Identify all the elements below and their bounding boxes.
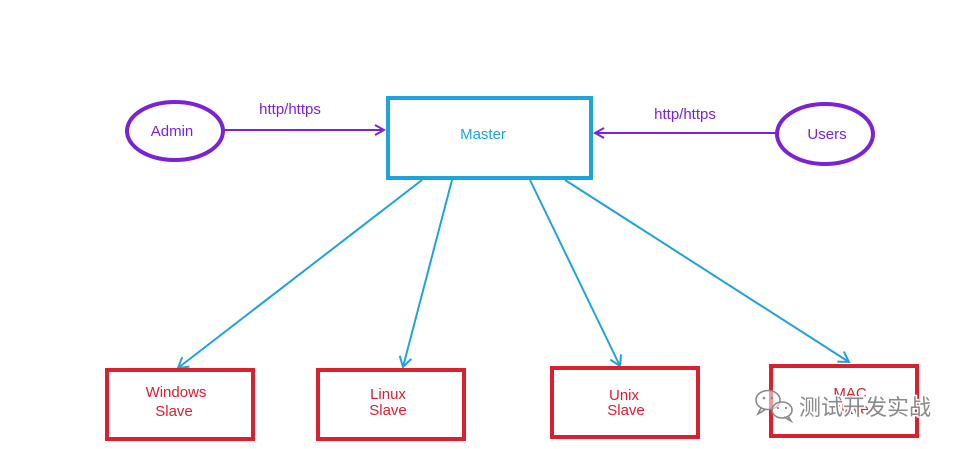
linux-slave-line2: Slave xyxy=(369,402,407,419)
master-label: Master xyxy=(460,126,506,143)
unix-slave-node: Unix Slave xyxy=(550,366,700,439)
mac-slave-line1: MAC xyxy=(833,385,867,402)
watermark-text: 测试开发实战 xyxy=(799,396,931,421)
master-to-mac-arrow xyxy=(564,179,851,364)
windows-slave-node: Windows Slave xyxy=(105,368,255,441)
unix-slave-line1: Unix xyxy=(609,387,640,404)
wechat-icon xyxy=(755,389,794,424)
windows-slave-line1: Windows xyxy=(146,384,207,401)
master-to-linux-arrow xyxy=(398,179,453,369)
users-label: Users xyxy=(807,126,846,143)
watermark: 测试开发实战 xyxy=(755,389,933,424)
users-to-master-label: http/https xyxy=(654,106,716,123)
admin-label: Admin xyxy=(151,123,194,140)
linux-slave-node: Linux Slave xyxy=(316,368,466,441)
linux-slave-line1: Linux xyxy=(370,386,406,403)
master-to-unix-arrow xyxy=(529,179,623,368)
master-to-windows-arrow xyxy=(176,179,423,370)
admin-to-master-label: http/https xyxy=(259,101,321,118)
admin-node: Admin xyxy=(125,100,225,162)
users-node: Users xyxy=(775,102,875,166)
windows-slave-line2: Slave xyxy=(155,403,193,420)
master-node: Master xyxy=(386,96,593,180)
mac-slave-line2: Slave xyxy=(831,401,869,418)
unix-slave-line2: Slave xyxy=(607,402,645,419)
